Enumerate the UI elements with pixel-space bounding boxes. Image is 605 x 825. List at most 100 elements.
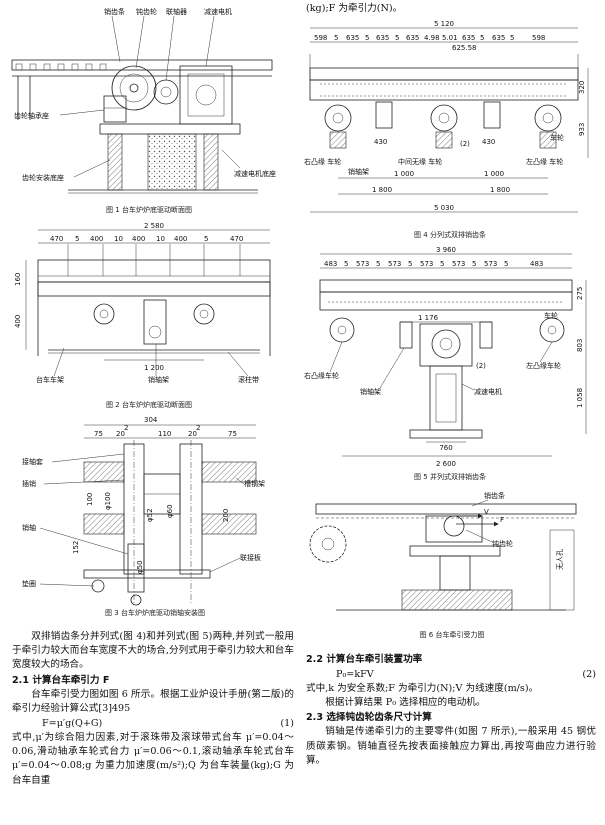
dim4-seg-10: 5 <box>480 34 484 42</box>
figure-2-caption: 图 2 台车炉炉底驱动断面图 <box>106 401 192 409</box>
dim4-seg-6: 635 <box>406 34 419 42</box>
dim3-top-6: 75 <box>228 430 237 438</box>
dim5-total: 3 960 <box>436 246 456 254</box>
label4-car-wheel: 车轮 <box>550 133 564 142</box>
label-car-frame: 台车车架 <box>36 375 64 384</box>
dim3-top: 75 20 2 110 20 2 75 <box>94 424 237 438</box>
label-joint-plate: 联接板 <box>240 553 261 562</box>
dim5-seg-3: 5 <box>376 260 380 268</box>
dim4-segments: 598 5 635 5 635 5 635 4.98 5.01 635 5 63… <box>314 34 545 42</box>
dim-bottom: 1 200 <box>144 364 164 372</box>
dim5-seg-10: 573 <box>484 260 497 268</box>
label5-right-wheel: 右凸缘车轮 <box>304 371 339 380</box>
dim5-bottom: 2 600 <box>436 460 456 468</box>
dim5-seg-12: 483 <box>530 260 543 268</box>
label4-mid-wheel: 中间无缘 车轮 <box>398 157 442 166</box>
dim3-top-1: 20 <box>116 430 125 438</box>
figure-1: 销齿条 钝齿轮 联轴器 减速电机 齿轮轴承座 齿轮安装底座 减速电机底座 图 1… <box>8 0 290 218</box>
dim-seg-6: 400 <box>174 235 187 243</box>
chain4-teeth <box>320 83 568 97</box>
label-motor-base: 减速电机底座 <box>234 169 276 178</box>
label-roller-belt: 滚柱带 <box>238 375 259 384</box>
figure-5-caption: 图 5 并列式双排销齿条 <box>414 473 486 481</box>
dim5-seg-1: 5 <box>344 260 348 268</box>
equation-1: F=μ′g(Q+G) (1) <box>12 716 294 731</box>
paragraph-5: 根据计算结果 P₀ 选择相应的电动机。 <box>325 697 486 709</box>
dim4-seg-7: 4.98 <box>424 34 440 42</box>
figure-2: 2 580 470 5 400 10 400 10 400 5 470 <box>8 220 290 416</box>
heading-2-3: 2.3 选择钝齿轮齿条尺寸计算 <box>306 712 432 724</box>
dim-seg-8: 470 <box>230 235 243 243</box>
paragraph-4: 式中,k 为安全系数;F 为牵引力(N);V 为线速度(m/s)。 <box>306 683 539 694</box>
dim5-h3: 1 058 <box>576 388 584 408</box>
dim4-h1: 320 <box>578 81 586 94</box>
dim-seg-3: 10 <box>114 235 123 243</box>
dim5-w1: 1 176 <box>418 314 439 322</box>
equation-2-body: P₀=kFV <box>336 669 374 680</box>
dim3-top-5: 2 <box>196 424 200 432</box>
label-pin: 销轴 <box>22 523 36 532</box>
pinwheel-shape <box>111 65 157 111</box>
dim4-b4: 1 800 <box>490 186 510 194</box>
dim-seg-1: 5 <box>75 235 79 243</box>
label6-chain: 销齿条 <box>484 491 505 500</box>
label-bearing: 齿轮轴承座 <box>14 111 49 120</box>
label-pin-insert: 插销 <box>22 479 36 488</box>
dim-seg-7: 5 <box>204 235 208 243</box>
right-text-column: 2.2 计算台车牵引装置功率 P₀=kFV (2) 式中,k 为安全系数;F 为… <box>306 652 596 768</box>
dim3-d3: φ50 <box>136 560 144 574</box>
dim4-seg-5: 5 <box>395 34 399 42</box>
label6-pinwheel: 钝齿轮 <box>492 539 513 548</box>
figure-3: 304 75 20 2 110 20 2 75 φ100 φ52 φ60 <box>20 414 290 622</box>
dim-h-top: 160 <box>14 273 22 286</box>
dim4-c1: 430 <box>374 138 387 146</box>
dim-segments: 470 5 400 10 400 10 400 5 470 <box>50 235 243 243</box>
label-washer: 垫圈 <box>22 579 36 588</box>
label4-pin-frame: 销轴架 <box>348 167 369 176</box>
dim4-seg-8: 5.01 <box>442 34 458 42</box>
dim5-seg-5: 5 <box>408 260 412 268</box>
figure-4: 5 120 598 5 635 5 635 5 635 4.98 5.01 63… <box>300 18 600 244</box>
dim3-h2: 152 <box>72 541 80 554</box>
dim3-total: 304 <box>144 416 158 424</box>
equation-2: P₀=kFV (2) <box>306 667 596 682</box>
dim5-h1: 275 <box>576 287 584 300</box>
dim5-seg-7: 5 <box>440 260 444 268</box>
heading-2-1: 2.1 计算台车牵引力 F <box>12 674 110 686</box>
label-base: 齿轮安装底座 <box>22 173 64 182</box>
dim-total: 2 580 <box>144 222 164 230</box>
label-pin-frame: 销轴架 <box>148 375 169 384</box>
label5-motor: 减速电机 <box>474 387 502 396</box>
dim4-seg-13: 598 <box>532 34 545 42</box>
dim4-b2: 1 000 <box>484 170 504 178</box>
right-top-line: (kg);F 为牵引力(N)。 <box>306 3 403 14</box>
label5-car-wheel: 车轮 <box>544 311 558 320</box>
dim3-h1: 100 <box>86 493 94 506</box>
dim4-seg-2: 635 <box>346 34 359 42</box>
dim3-d2: φ52 <box>146 508 154 522</box>
dim3-top-2: 2 <box>124 424 128 432</box>
label4-left-wheel: 左凸缘 车轮 <box>526 157 563 166</box>
label-sleeve: 接轴套 <box>22 457 43 466</box>
dim3-top-4: 20 <box>188 430 197 438</box>
dim-seg-0: 470 <box>50 235 63 243</box>
paragraph-6: 销轴是传递牵引力的主要零件(如图 7 所示),一般采用 45 钢优质碳素钢。销轴… <box>306 726 596 766</box>
figure-3-caption: 图 3 台车炉炉底驱动销轴安装图 <box>105 609 205 617</box>
dim3-top-0: 75 <box>94 430 103 438</box>
figure-1-caption: 图 1 台车炉炉底驱动断面图 <box>106 206 192 214</box>
dim4-seg-1: 5 <box>334 34 338 42</box>
label4-mark2: (2) <box>460 140 470 148</box>
dim4-h2: 933 <box>578 123 586 136</box>
label5-left-wheel: 左凸缘车轮 <box>526 361 561 370</box>
dim4-seg-12: 5 <box>510 34 514 42</box>
left-text-column: 双排销齿条分并列式(图 4)和并列式(图 5)两种,并列式一般用于牵引力较大而台… <box>12 630 294 788</box>
figure-5: 3 960 483 5 573 5 573 5 573 5 573 5 573 … <box>300 244 600 486</box>
label-coupling: 联轴器 <box>166 7 187 16</box>
label4-right-wheel: 右凸缘 车轮 <box>304 157 341 166</box>
dim4-seg-9: 635 <box>462 34 475 42</box>
dim-seg-5: 10 <box>156 235 165 243</box>
dim5-seg-0: 483 <box>324 260 337 268</box>
dim-h-side: 400 <box>14 315 22 328</box>
dim5-seg-11: 5 <box>504 260 508 268</box>
heading-2-2: 2.2 计算台车牵引装置功率 <box>306 654 423 665</box>
